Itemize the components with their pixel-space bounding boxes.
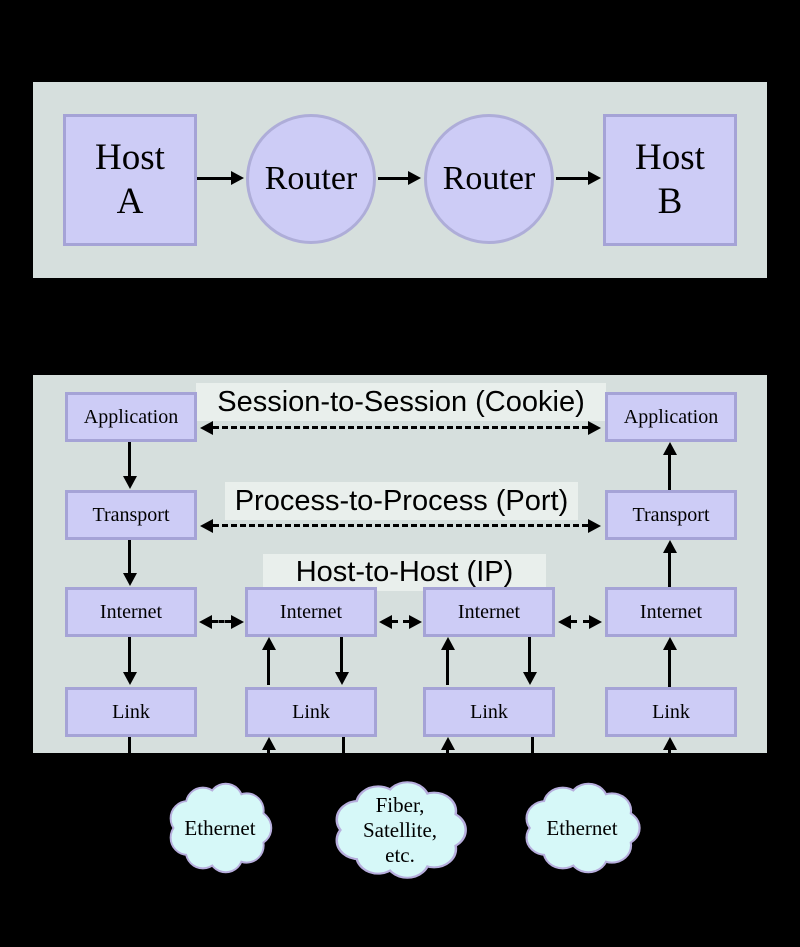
session-scope-text: Session-to-Session (Cookie) xyxy=(217,385,585,418)
router2-cloud-link-arrowhead-icon xyxy=(441,737,455,750)
hostb-internet-transport-line xyxy=(668,553,671,587)
layer-box-transport-hostb: Transport xyxy=(605,490,737,540)
router1-link-cloud-line xyxy=(342,737,345,753)
flow-arrow-router1-router2 xyxy=(378,177,408,180)
layer-box-link-router2: Link xyxy=(423,687,555,737)
router1-link-internet-arrowhead-icon xyxy=(262,637,276,650)
router1-cloud-link-stub xyxy=(267,750,270,753)
flow-arrowhead-2-icon xyxy=(408,171,421,185)
cloud-3-label: Ethernet xyxy=(546,815,618,840)
ethernet-cloud-2: Ethernet xyxy=(518,778,646,878)
router1-internet-link-line xyxy=(340,637,343,672)
host-a-label-line2: A xyxy=(116,181,144,222)
cloud-1-label: Ethernet xyxy=(184,815,256,840)
layer-box-transport-hosta: Transport xyxy=(65,490,197,540)
process-dashed-arrowhead-left-icon xyxy=(200,519,213,533)
hostb-transport-app-arrowhead-icon xyxy=(663,442,677,455)
layer-box-internet-hostb: Internet xyxy=(605,587,737,637)
layer-box-application-hosta: Application xyxy=(65,392,197,442)
hosta-transport-internet-line xyxy=(128,540,131,573)
cloud-shape-icon xyxy=(169,782,273,874)
process-dashed-arrowhead-right-icon xyxy=(588,519,601,533)
host-b-node: Host B xyxy=(603,114,737,246)
cloud-shape-icon xyxy=(335,781,467,879)
router2-link-internet-line xyxy=(446,650,449,685)
layer-box-link-hosta: Link xyxy=(65,687,197,737)
hosta-internet-link-line xyxy=(128,637,131,672)
router-2-node: Router xyxy=(424,114,554,244)
fiber-satellite-cloud: Fiber, Satellite, etc. xyxy=(327,776,473,884)
router2-internet-link-arrowhead-icon xyxy=(523,672,537,685)
process-scope-label: Process-to-Process (Port) xyxy=(225,482,578,520)
layer-box-internet-router1: Internet xyxy=(245,587,377,637)
ip-dashed-3-line xyxy=(571,620,589,623)
ip-dashed-2-left-icon xyxy=(379,615,392,629)
ethernet-cloud-1: Ethernet xyxy=(163,778,277,878)
hosta-link-cloud-line xyxy=(128,737,131,753)
process-dashed-line xyxy=(213,524,588,527)
router1-internet-link-arrowhead-icon xyxy=(335,672,349,685)
layer-box-internet-hosta: Internet xyxy=(65,587,197,637)
flow-arrowhead-3-icon xyxy=(588,171,601,185)
ip-dashed-1-left-icon xyxy=(199,615,212,629)
hostb-internet-transport-arrowhead-icon xyxy=(663,540,677,553)
hostb-link-internet-arrowhead-icon xyxy=(663,637,677,650)
ip-dashed-3-right-icon xyxy=(589,615,602,629)
process-scope-text: Process-to-Process (Port) xyxy=(234,484,569,517)
hosta-app-transport-line xyxy=(128,442,131,476)
router2-internet-link-line xyxy=(528,637,531,672)
hosta-transport-internet-arrowhead-icon xyxy=(123,573,137,586)
hosta-app-transport-arrowhead-icon xyxy=(123,476,137,489)
router2-link-cloud-line xyxy=(531,737,534,753)
router-2-label: Router xyxy=(442,160,536,197)
flow-arrow-router2-hostb xyxy=(556,177,588,180)
ip-dashed-2-right-icon xyxy=(409,615,422,629)
router2-cloud-link-stub xyxy=(446,750,449,753)
cloud-shape-icon xyxy=(525,782,641,874)
hostb-cloud-link-arrowhead-icon xyxy=(663,737,677,750)
session-scope-label: Session-to-Session (Cookie) xyxy=(196,383,606,421)
router-1-label: Router xyxy=(264,160,358,197)
layer-box-internet-router2: Internet xyxy=(423,587,555,637)
router1-link-internet-line xyxy=(267,650,270,685)
flow-arrowhead-1-icon xyxy=(231,171,244,185)
ip-dashed-1-line xyxy=(212,620,231,623)
host-a-node: Host A xyxy=(63,114,197,246)
router1-cloud-link-arrowhead-icon xyxy=(262,737,276,750)
cloud-2-label: Fiber, Satellite, etc. xyxy=(362,792,438,867)
layer-box-link-hostb: Link xyxy=(605,687,737,737)
host-b-label-line1: Host xyxy=(635,137,705,178)
host-scope-text: Host-to-Host (IP) xyxy=(295,556,514,588)
hosta-internet-link-arrowhead-icon xyxy=(123,672,137,685)
flow-arrow-hosta-router1 xyxy=(197,177,231,180)
ip-dashed-3-left-icon xyxy=(558,615,571,629)
host-b-label-line2: B xyxy=(657,181,683,222)
ip-dashed-1-right-icon xyxy=(231,615,244,629)
hostb-transport-app-line xyxy=(668,455,671,490)
router2-link-internet-arrowhead-icon xyxy=(441,637,455,650)
host-a-label-line1: Host xyxy=(95,137,165,178)
ip-dashed-2-line xyxy=(392,620,409,623)
router-1-node: Router xyxy=(246,114,376,244)
hostb-link-internet-line xyxy=(668,650,671,687)
session-dashed-line xyxy=(213,426,588,429)
layer-box-link-router1: Link xyxy=(245,687,377,737)
layer-box-application-hostb: Application xyxy=(605,392,737,442)
host-scope-label: Host-to-Host (IP) xyxy=(263,554,546,591)
hostb-cloud-link-stub xyxy=(668,750,671,753)
session-dashed-arrowhead-right-icon xyxy=(588,421,601,435)
session-dashed-arrowhead-left-icon xyxy=(200,421,213,435)
